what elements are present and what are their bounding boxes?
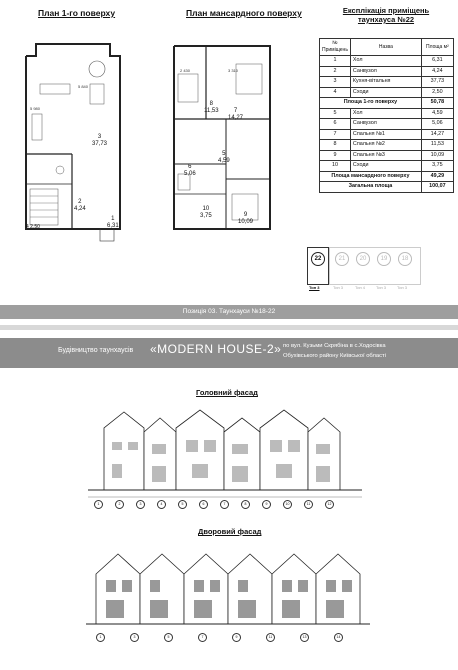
- banner-project-name: «MODERN HOUSE-2»: [150, 342, 282, 356]
- main-facade-title: Головний фасад: [196, 388, 258, 397]
- axis-marker: 3: [130, 633, 139, 642]
- axis-marker: 12: [325, 500, 334, 509]
- key-type-label: Тип 4: [355, 285, 366, 290]
- axis-marker: 6: [199, 500, 208, 509]
- axis-marker: 10: [283, 500, 292, 509]
- axis-marker: 2: [115, 500, 124, 509]
- axis-marker: 9: [262, 500, 271, 509]
- col-header: Назва: [349, 38, 422, 56]
- axis-marker: 5: [164, 633, 173, 642]
- axis-marker: 8: [241, 500, 250, 509]
- key-type-label: Тип 3: [333, 285, 344, 290]
- axis-marker: 1: [94, 500, 103, 509]
- dim-label: 5 980: [30, 106, 41, 111]
- axis-marker: 13: [300, 633, 309, 642]
- axis-marker: 14: [334, 633, 343, 642]
- main-facade-drawing: [88, 409, 362, 498]
- attic-plan-drawing: [173, 45, 271, 230]
- col-header: Площа м²: [420, 38, 455, 56]
- attic-plan-title: План мансардного поверху: [186, 8, 302, 18]
- key-unit-number: 18: [398, 252, 412, 266]
- banner-location-2: Обухівського району Київської області: [283, 353, 386, 359]
- position-banner: Позиція 03. Таунхауси №18-22: [0, 305, 458, 319]
- dim-label: 2 430: [180, 68, 191, 73]
- key-unit-number: 21: [335, 252, 349, 266]
- dim-label: 3 310: [228, 68, 239, 73]
- key-unit-outline: [329, 247, 421, 285]
- banner-prefix: Будівництво таунхаусів: [58, 347, 134, 354]
- key-unit-number: 20: [356, 252, 370, 266]
- axis-marker: 4: [157, 500, 166, 509]
- axis-marker: 11: [304, 500, 313, 509]
- explication-title: Експлікація приміщень таунхауса №22: [342, 6, 430, 24]
- key-unit-active: [307, 247, 329, 285]
- axis-marker: 7: [198, 633, 207, 642]
- key-type-label: Тип 3: [309, 285, 320, 290]
- axis-marker: 9: [232, 633, 241, 642]
- banner-location-1: по вул. Кузьми Скрябіна в с.Ходосівка: [283, 343, 386, 349]
- axis-marker: 11: [266, 633, 275, 642]
- yard-facade-title: Дворовий фасад: [198, 527, 262, 536]
- axis-marker: 5: [178, 500, 187, 509]
- key-plan: 22 21 20 19 18 Тип 3 Тип 3 Тип 4 Тип 3 Т…: [305, 243, 425, 293]
- project-banner: Будівництво таунхаусів «MODERN HOUSE-2» …: [0, 338, 458, 368]
- axis-marker: 3: [136, 500, 145, 509]
- axis-marker: 7: [220, 500, 229, 509]
- yard-facade-drawing: [86, 553, 370, 625]
- col-header: № Приміщень: [319, 38, 351, 56]
- ground-plan-drawing: [25, 43, 121, 242]
- key-unit-number: 22: [311, 252, 325, 266]
- divider-stripe: [0, 325, 458, 330]
- key-type-label: Тип 3: [397, 285, 408, 290]
- axis-marker: 1: [96, 633, 105, 642]
- key-type-label: Тип 3: [376, 285, 387, 290]
- room-4-label: 4 2,50: [26, 224, 40, 230]
- dim-label: 5 840: [78, 84, 89, 89]
- key-unit-number: 19: [377, 252, 391, 266]
- ground-plan-title: План 1-го поверху: [38, 8, 116, 18]
